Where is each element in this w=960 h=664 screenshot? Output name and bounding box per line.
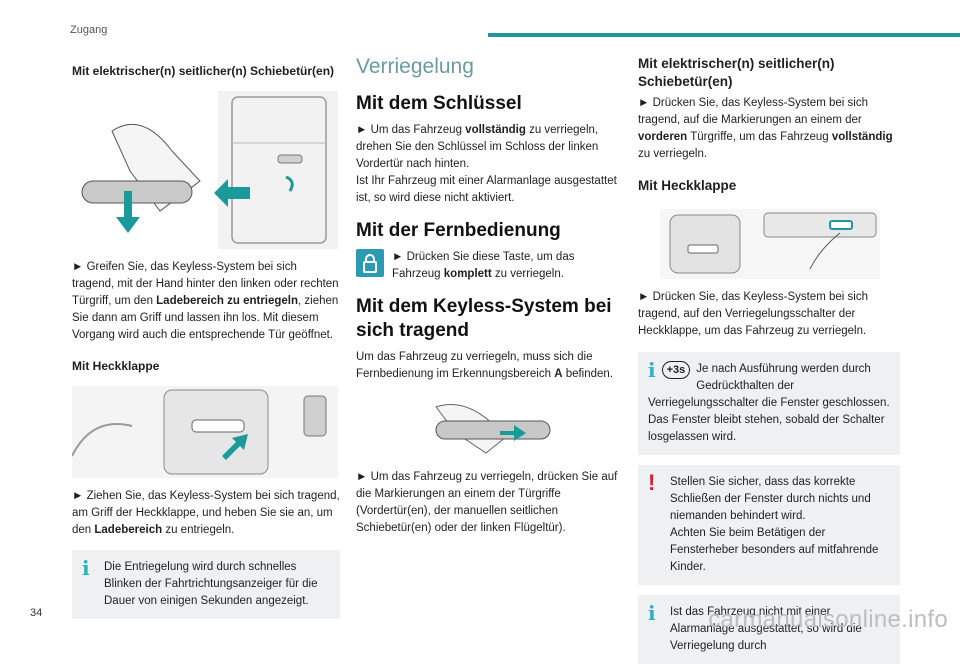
column-3: Mit elektrischer(n) seitlicher(n) Schieb…	[638, 55, 900, 664]
info-icon: i	[648, 601, 656, 625]
illustration-slide-door	[72, 91, 340, 249]
hold-3s-badge: +3s	[661, 361, 691, 379]
heading-with-remote: Mit der Fernbedienung	[356, 220, 561, 241]
heading-keyless: Mit dem Keyless-System bei sich tragend	[356, 296, 612, 341]
column-1: Mit elektrischer(n) seitlicher(n) Schieb…	[72, 55, 340, 619]
illustration-tailgate-lock	[660, 209, 900, 279]
page-number: 34	[30, 607, 43, 619]
column-2: Verriegelung Mit dem Schlüssel ► Um das …	[356, 55, 620, 537]
info-note-windows: i +3s Je nach Ausführung werden durch Ge…	[638, 352, 900, 455]
paragraph-slide-door-unlock: ► Greifen Sie, das Keyless-System bei si…	[72, 261, 339, 341]
heading-slide-door-unlock: Mit elektrischer(n) seitlicher(n) Schieb…	[72, 64, 335, 78]
warning-icon: !	[648, 470, 656, 495]
illustration-tailgate-unlock	[72, 386, 340, 478]
remote-lock-instruction: ► Drücken Sie diese Taste, um das Fahrze…	[356, 249, 620, 283]
paragraph-keyless-lock: ► Um das Fahrzeug zu verriegeln, drücken…	[356, 471, 618, 534]
info-icon: i	[648, 358, 656, 382]
heading-with-key: Mit dem Schlüssel	[356, 93, 522, 114]
info-note-indicators: i Die Entriegelung wird durch schnelles …	[72, 550, 340, 619]
illustration-door-handle	[416, 397, 620, 459]
page-title-locking: Verriegelung	[356, 55, 474, 78]
heading-tailgate-unlock: Mit Heckklappe	[72, 359, 160, 373]
paragraph-tailgate-lock: ► Drücken Sie, das Keyless-System bei si…	[638, 291, 868, 337]
paragraph-tailgate-unlock: ► Ziehen Sie, das Keyless-System bei sic…	[72, 490, 340, 536]
heading-tailgate-lock: Mit Heckklappe	[638, 178, 737, 193]
paragraph-keyless-zone: Um das Fahrzeug zu verriegeln, muss sich…	[356, 351, 614, 380]
paragraph-with-remote: ► Drücken Sie diese Taste, um das Fahrze…	[392, 251, 575, 280]
heading-slide-door-lock: Mit elektrischer(n) seitlicher(n) Schieb…	[638, 56, 835, 89]
watermark: carmanualsonline.info	[708, 606, 948, 633]
warning-note-windows: ! Stellen Sie sicher, dass das korrekte …	[638, 465, 900, 585]
info-icon: i	[82, 556, 90, 580]
header-accent-bar	[488, 33, 960, 37]
lock-icon	[356, 249, 384, 277]
paragraph-slide-door-lock: ► Drücken Sie, das Keyless-System bei si…	[638, 97, 893, 160]
paragraph-with-key: ► Um das Fahrzeug vollständig zu verrieg…	[356, 124, 617, 204]
section-header: Zugang	[70, 24, 108, 36]
